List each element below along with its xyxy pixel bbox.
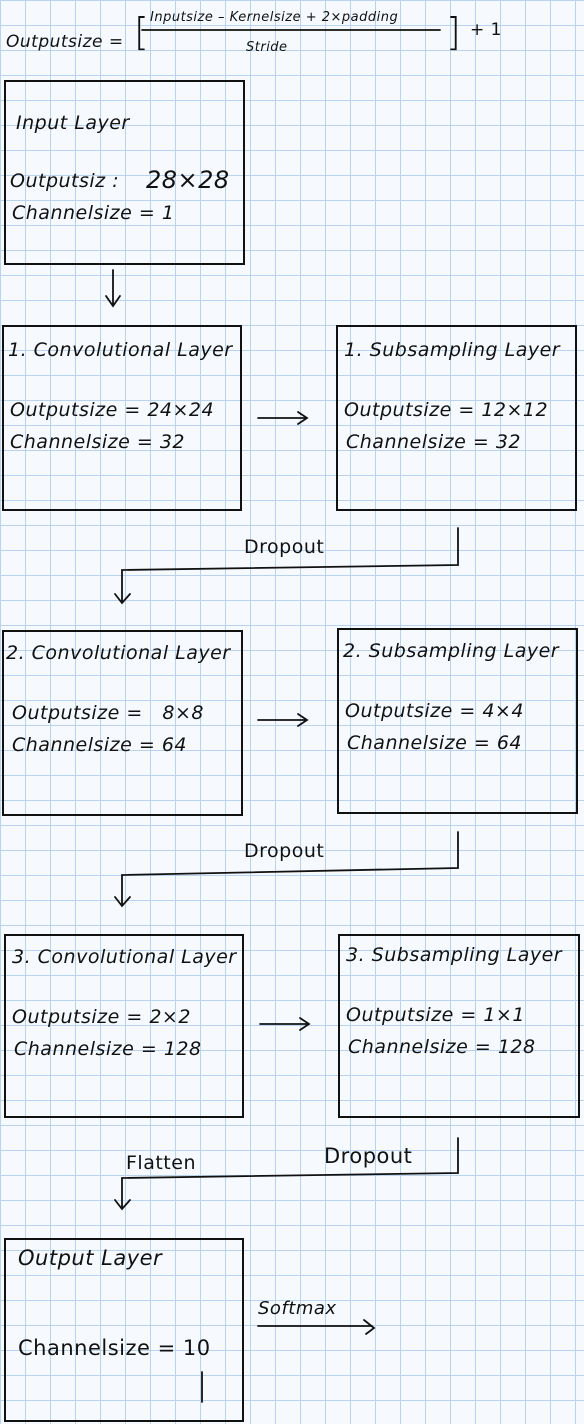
sub1-title: 1. Subsampling Layer — [344, 339, 561, 361]
flatten-label: Flatten — [126, 1152, 196, 1174]
sub3-output: Outputsize = 1×1 — [346, 1004, 525, 1026]
conv3-channel: Channelsize = 128 — [14, 1038, 202, 1060]
conv2-channel: Channelsize = 64 — [12, 734, 188, 756]
sub2-output: Outputsize = 4×4 — [345, 700, 524, 722]
formula-denominator: Stride — [246, 40, 288, 55]
dropout-label-2: Dropout — [244, 840, 325, 862]
arrow-conv2-to-sub2 — [257, 713, 309, 727]
conv1-title: 1. Convolutional Layer — [8, 339, 233, 361]
conv1-box: 1. Convolutional Layer Outputsize = 24×2… — [2, 325, 242, 511]
input-layer-box: Input Layer Outputsiz : 28×28 Channelsiz… — [4, 80, 245, 265]
sub1-box: 1. Subsampling Layer Outputsize = 12×12 … — [336, 325, 577, 511]
sub2-channel: Channelsize = 64 — [347, 732, 523, 754]
conv2-title: 2. Convolutional Layer — [6, 642, 231, 664]
sub1-output: Outputsize = 12×12 — [344, 399, 549, 421]
arrow-dropout-1 — [114, 527, 459, 605]
sub3-box: 3. Subsampling Layer Outputsize = 1×1 Ch… — [338, 934, 580, 1118]
sub3-channel: Channelsize = 128 — [348, 1036, 536, 1058]
formula-numerator: Inputsize – Kernelsize + 2×padding — [150, 10, 399, 25]
dropout-label-1: Dropout — [244, 536, 325, 558]
arrow-dropout-2 — [114, 831, 459, 908]
formula-bracket-left: [ — [134, 10, 150, 54]
conv1-output: Outputsize = 24×24 — [10, 399, 215, 421]
sub3-title: 3. Subsampling Layer — [346, 944, 563, 966]
arrow-input-to-conv1 — [105, 269, 121, 308]
arrow-conv3-to-sub3 — [259, 1017, 311, 1031]
conv1-channel: Channelsize = 32 — [10, 431, 186, 453]
output-layer-channel: Channelsize = 10 — [18, 1336, 211, 1360]
sub1-channel: Channelsize = 32 — [346, 431, 522, 453]
arrow-flatten-dropout — [114, 1137, 459, 1211]
arrow-conv1-to-sub1 — [257, 411, 309, 425]
formula: Outputsize = [ Inputsize – Kernelsize + … — [6, 8, 506, 58]
input-layer-output-label: Outputsiz : — [10, 170, 120, 192]
formula-rhs: + 1 — [470, 20, 502, 40]
sub2-title: 2. Subsampling Layer — [343, 640, 560, 662]
input-layer-channel: Channelsize = 1 — [12, 202, 175, 224]
formula-lhs: Outputsize = — [6, 32, 124, 52]
conv2-box: 2. Convolutional Layer Outputsize = 8×8 … — [2, 630, 243, 816]
conv3-title: 3. Convolutional Layer — [12, 946, 237, 968]
conv2-output: Outputsize = 8×8 — [12, 702, 205, 724]
output-layer-box: Output Layer Channelsize = 10 — [4, 1238, 244, 1422]
arrow-softmax — [257, 1319, 376, 1335]
conv3-box: 3. Convolutional Layer Outputsize = 2×2 … — [4, 934, 244, 1118]
sub2-box: 2. Subsampling Layer Outputsize = 4×4 Ch… — [337, 628, 578, 814]
formula-bracket-right: ] — [446, 10, 462, 54]
conv3-output: Outputsize = 2×2 — [12, 1006, 191, 1028]
dropout-label-3: Dropout — [324, 1144, 413, 1168]
softmax-label: Softmax — [258, 1298, 337, 1319]
input-layer-title: Input Layer — [16, 112, 130, 134]
input-layer-output-value: 28×28 — [146, 166, 230, 194]
output-layer-title: Output Layer — [18, 1246, 163, 1270]
